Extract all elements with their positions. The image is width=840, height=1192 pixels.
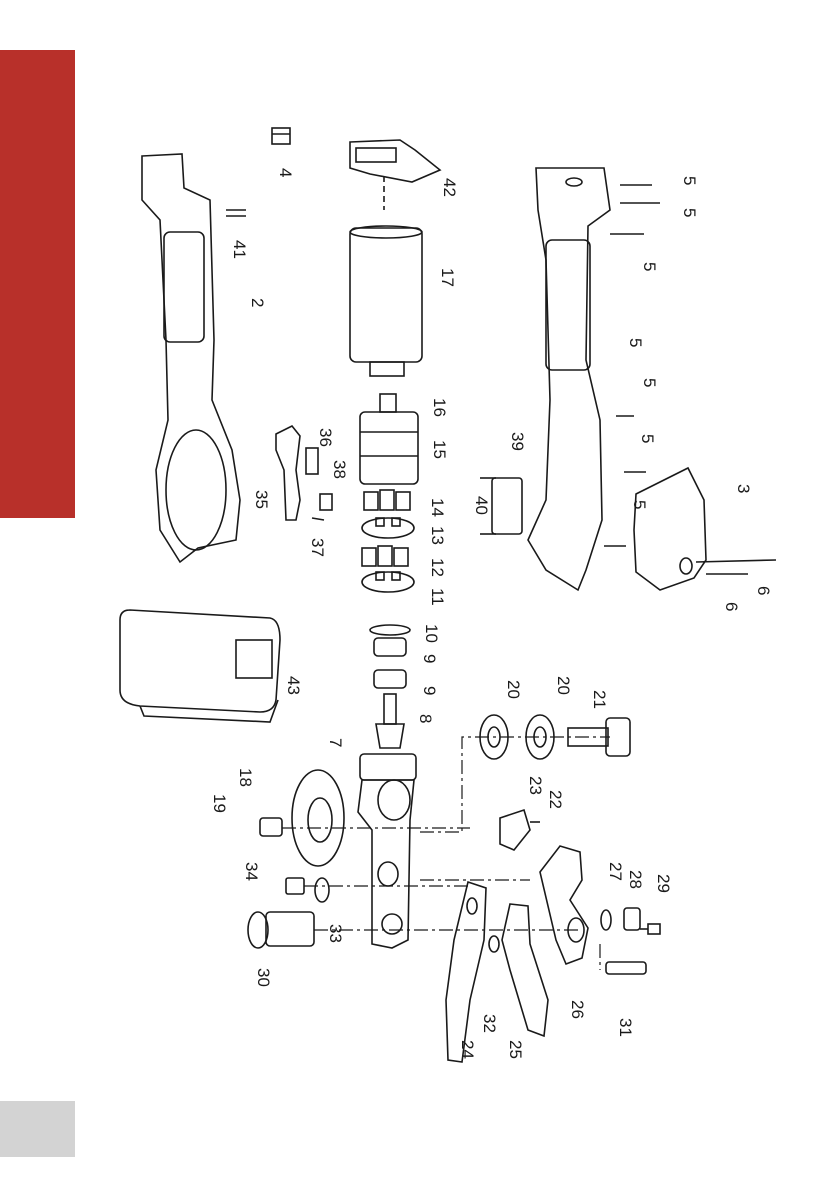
part-19-nut xyxy=(260,818,282,836)
label-31: 31 xyxy=(616,1018,635,1037)
part-39-connector xyxy=(492,478,522,534)
label-37: 37 xyxy=(308,538,327,557)
label-19: 19 xyxy=(210,794,229,813)
label-29: 29 xyxy=(654,874,673,893)
part-29-screw xyxy=(640,924,660,934)
label-33: 33 xyxy=(326,924,345,943)
label-17: 17 xyxy=(438,268,457,287)
label-41: 41 xyxy=(230,240,249,259)
part-36-spring xyxy=(306,448,318,474)
part-17-motor xyxy=(350,226,422,376)
label-18: 18 xyxy=(236,768,255,787)
part-18-bevel-gear xyxy=(292,770,344,866)
label-23: 23 xyxy=(526,776,545,795)
label-38: 38 xyxy=(330,460,349,479)
label-6a: 6 xyxy=(754,586,773,595)
label-40: 40 xyxy=(472,496,491,515)
label-20a: 20 xyxy=(504,680,523,699)
part-34-screw xyxy=(286,878,304,894)
part-38-screw xyxy=(320,494,332,510)
label-5g: 5 xyxy=(630,500,649,509)
part-27-washer xyxy=(601,910,611,930)
label-4: 4 xyxy=(276,168,295,177)
label-39: 39 xyxy=(508,432,527,451)
part-35-trigger-arm xyxy=(276,426,300,520)
part-42-board xyxy=(350,140,440,210)
label-9b: 9 xyxy=(420,686,439,695)
label-5c: 5 xyxy=(640,262,659,271)
part-23-plate xyxy=(500,810,530,850)
part-33-star-washer xyxy=(315,878,329,902)
label-3: 3 xyxy=(734,484,753,493)
label-32: 32 xyxy=(480,1014,499,1033)
label-6b: 6 xyxy=(722,602,741,611)
label-24: 24 xyxy=(458,1040,477,1059)
part-16-gear xyxy=(380,394,396,412)
label-43: 43 xyxy=(284,676,303,695)
part-25-guard xyxy=(502,904,548,1036)
label-12: 12 xyxy=(428,558,447,577)
part-8-shaft xyxy=(376,694,404,748)
part-14-planet-gears xyxy=(364,490,410,510)
label-2: 2 xyxy=(248,298,267,307)
label-15: 15 xyxy=(430,440,449,459)
part-4-cap xyxy=(272,128,290,144)
label-42: 42 xyxy=(440,178,459,197)
part-3-base xyxy=(634,468,706,590)
part-32-washer xyxy=(489,936,499,952)
part-24-lever xyxy=(446,882,486,1062)
part-15-sleeve xyxy=(360,412,418,484)
label-5f: 5 xyxy=(638,434,657,443)
part-9-bearing-a xyxy=(374,638,406,656)
part-12-planet-gears xyxy=(362,546,408,566)
label-5e: 5 xyxy=(640,378,659,387)
part-13-carrier xyxy=(362,518,414,538)
label-25: 25 xyxy=(506,1040,525,1059)
part-43-cover xyxy=(120,610,280,722)
label-11: 11 xyxy=(428,588,447,606)
label-36: 36 xyxy=(316,428,335,447)
label-13: 13 xyxy=(428,526,447,545)
label-14: 14 xyxy=(428,498,447,517)
label-28: 28 xyxy=(626,870,645,889)
label-9a: 9 xyxy=(420,654,439,663)
part-26-trigger xyxy=(540,846,588,964)
label-26: 26 xyxy=(568,1000,587,1019)
part-11-carrier xyxy=(362,572,414,592)
label-10: 10 xyxy=(422,624,441,643)
label-8: 8 xyxy=(416,714,435,723)
part-30-spindle xyxy=(248,912,314,948)
label-7: 7 xyxy=(326,738,345,747)
label-27: 27 xyxy=(606,862,625,881)
label-5d: 5 xyxy=(626,338,645,347)
part-5-screws xyxy=(604,185,660,546)
part-6-screws xyxy=(696,560,776,574)
label-34: 34 xyxy=(242,862,261,881)
part-31-pin xyxy=(606,962,646,974)
label-30: 30 xyxy=(254,968,273,987)
part-37-pin xyxy=(312,518,324,520)
part-41-screws xyxy=(226,210,246,216)
label-21: 21 xyxy=(590,690,609,709)
part-28-nut xyxy=(624,908,640,930)
part-5-housing-half xyxy=(528,168,610,590)
part-9-bearing-b xyxy=(374,670,406,688)
part-10-washer xyxy=(370,625,410,635)
part-2-housing-half xyxy=(142,154,240,562)
label-16: 16 xyxy=(430,398,449,417)
label-5a: 5 xyxy=(680,176,699,185)
label-22: 22 xyxy=(546,790,565,809)
part-7-gear-housing xyxy=(358,754,416,948)
label-5b: 5 xyxy=(680,208,699,217)
label-20b: 20 xyxy=(554,676,573,695)
label-35: 35 xyxy=(252,490,271,509)
